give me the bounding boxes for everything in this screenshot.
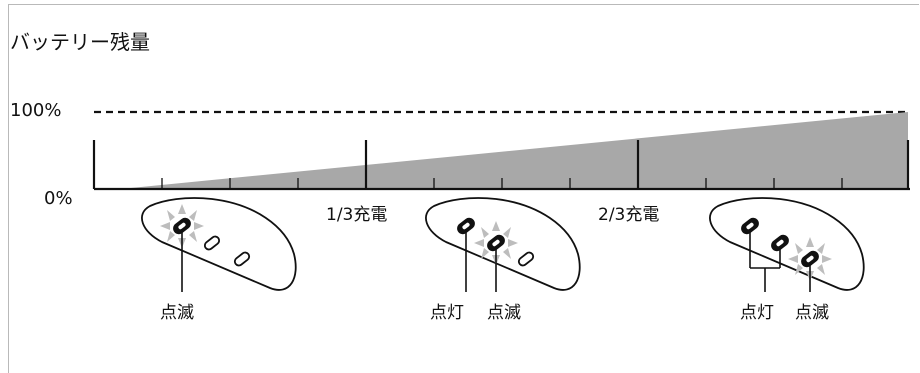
- charge-ramp-fill: [120, 112, 908, 189]
- stage2-device: [425, 197, 581, 292]
- diagram-frame: [8, 4, 919, 373]
- one-third-charge-label: 1/3充電: [326, 205, 388, 225]
- stage2-blink-label: 点滅: [487, 303, 521, 323]
- stage3-device: [709, 197, 865, 292]
- two-thirds-charge-label: 2/3充電: [598, 205, 660, 225]
- stage1-blink-label: 点滅: [160, 303, 194, 323]
- stage3-blink-label: 点滅: [795, 303, 829, 323]
- stage3-on-label: 点灯: [740, 303, 774, 323]
- stage1-device: [141, 197, 297, 292]
- level-100-label: 100%: [10, 100, 62, 121]
- level-0-label: 0%: [44, 188, 73, 209]
- stage2-on-label: 点灯: [430, 303, 464, 323]
- diagram-title: バッテリー残量: [10, 30, 150, 54]
- minor-ticks: [161, 178, 843, 189]
